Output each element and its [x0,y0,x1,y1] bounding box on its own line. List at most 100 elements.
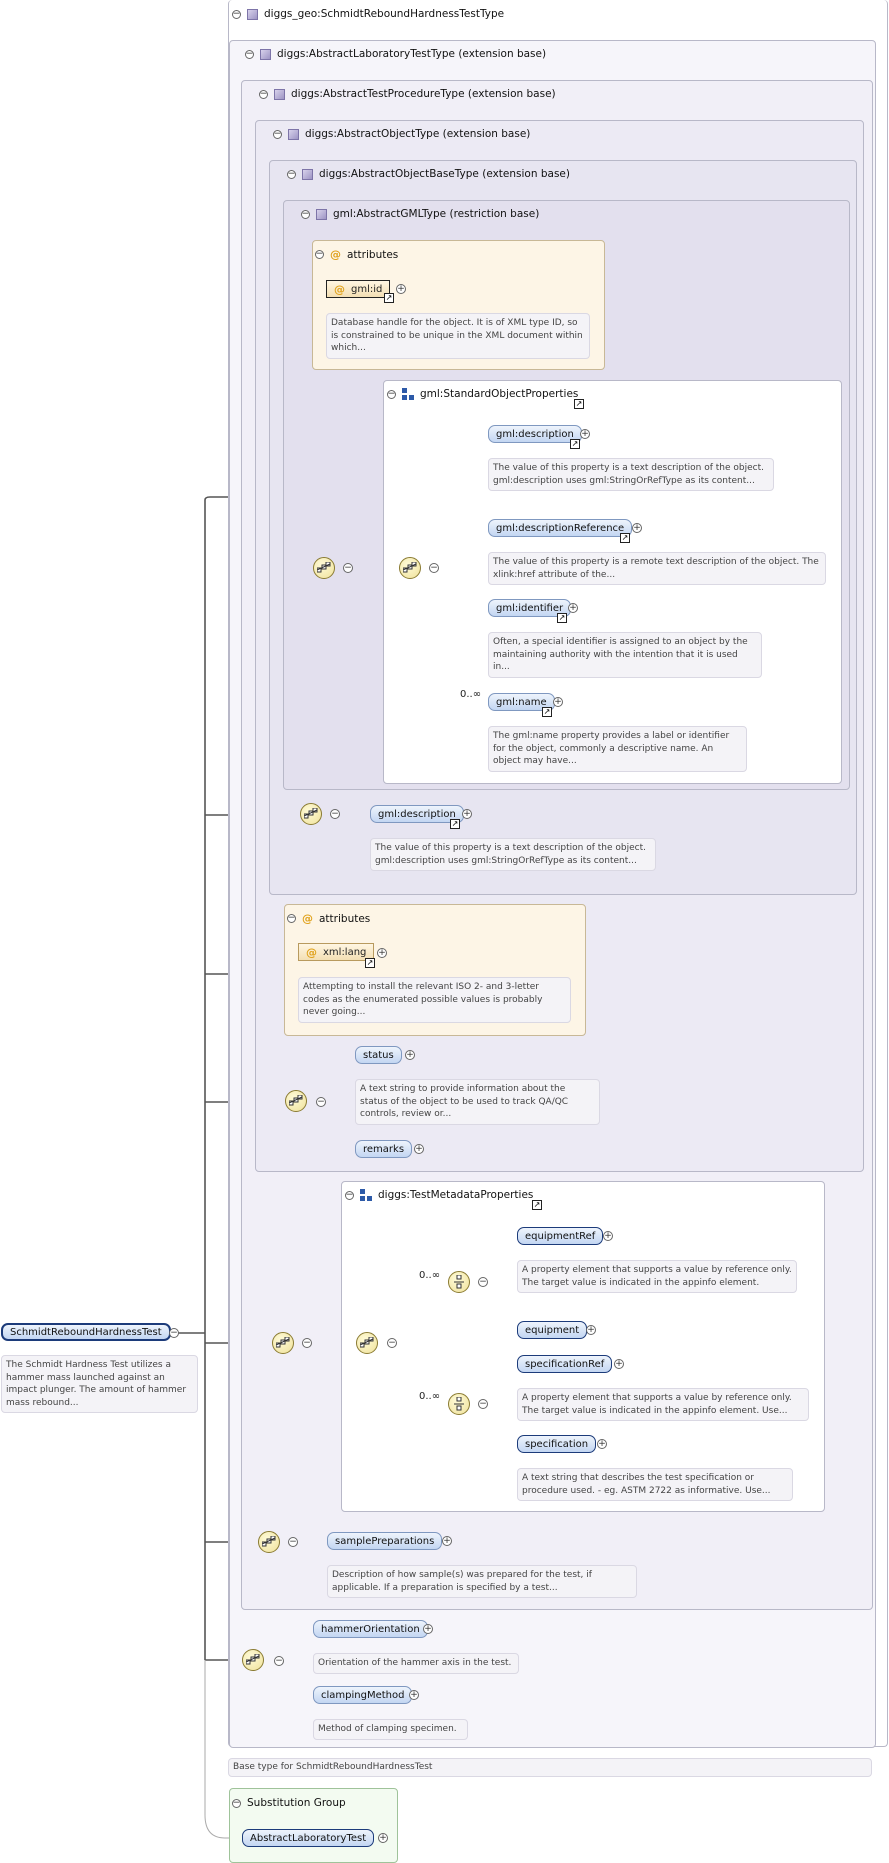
complex-type-icon [247,8,258,20]
expand-icon[interactable]: + [396,284,406,294]
expand-icon[interactable]: + [442,1536,452,1546]
clamping-method-desc: Method of clamping specimen. [313,1719,468,1740]
collapse-toggle[interactable]: − [345,1189,354,1200]
link-arrow-icon[interactable]: ↗ [620,533,630,543]
link-arrow-icon[interactable]: ↗ [450,819,460,829]
attribute-icon: @ [330,248,341,261]
sequence-compositor-icon[interactable] [242,1649,264,1671]
link-arrow-icon[interactable]: ↗ [574,399,584,409]
abstract-gml-title: − gml:AbstractGMLType (restriction base) [301,208,540,220]
sequence-compositor-icon[interactable] [300,803,322,825]
expand-icon[interactable]: + [632,523,642,533]
sequence-compositor-icon[interactable] [285,1090,307,1112]
collapse-toggle[interactable]: − [274,1656,284,1666]
link-arrow-icon[interactable]: ↗ [365,958,375,968]
gml-name-desc: The gml:name property provides a label o… [488,726,747,772]
gml-description-element[interactable]: gml:description [488,425,582,443]
collapse-toggle[interactable]: − [169,1328,179,1338]
expand-icon[interactable]: + [603,1231,613,1241]
expand-icon[interactable]: + [462,809,472,819]
abstract-object-base-title: − diggs:AbstractObjectBaseType (extensio… [287,168,570,180]
expand-icon[interactable]: + [568,603,578,613]
complex-type-icon [260,48,271,60]
sample-preparations-desc: Description of how sample(s) was prepare… [327,1565,637,1598]
link-arrow-icon[interactable]: ↗ [557,613,567,623]
equipment-ref-desc: A property element that supports a value… [517,1260,797,1293]
collapse-toggle[interactable]: − [287,168,296,179]
sequence-compositor-icon[interactable] [356,1332,378,1354]
hammer-orientation-element[interactable]: hammerOrientation [313,1620,428,1638]
gml-description-2-desc: The value of this property is a text des… [370,838,656,871]
clamping-method-element[interactable]: clampingMethod [313,1686,413,1704]
link-arrow-icon[interactable]: ↗ [384,293,394,303]
collapse-toggle[interactable]: − [301,208,310,219]
status-element[interactable]: status [355,1046,402,1064]
abstract-object-title: − diggs:AbstractObjectType (extension ba… [273,128,531,140]
collapse-toggle[interactable]: − [273,128,282,139]
collapse-toggle[interactable]: − [302,1338,312,1348]
complex-type-icon [288,128,299,140]
specification-element[interactable]: specification [517,1435,597,1453]
gml-identifier-desc: Often, a special identifier is assigned … [488,632,762,678]
gml-description-reference-element[interactable]: gml:descriptionReference [488,519,633,537]
expand-icon[interactable]: + [377,948,387,958]
collapse-toggle[interactable]: − [232,1797,241,1808]
schmidt-rebound-hardness-test-element[interactable]: SchmidtReboundHardnessTest [1,1323,171,1341]
collapse-toggle[interactable]: − [315,249,324,259]
link-arrow-icon[interactable]: ↗ [532,1200,542,1210]
sequence-compositor-icon[interactable] [272,1332,294,1354]
sample-preparations-element[interactable]: samplePreparations [327,1532,443,1550]
attribute-icon: @ [334,282,345,296]
expand-icon[interactable]: + [553,697,563,707]
gml-description-reference-desc: The value of this property is a remote t… [488,552,826,585]
sequence-compositor-icon[interactable] [313,557,335,579]
gml-name-element[interactable]: gml:name [488,693,555,711]
xml-lang-desc: Attempting to install the relevant ISO 2… [298,977,571,1023]
choice-compositor-icon[interactable] [448,1393,470,1415]
expand-icon[interactable]: + [409,1690,419,1700]
sequence-compositor-icon[interactable] [399,557,421,579]
collapse-toggle[interactable]: − [232,8,241,19]
group-icon [360,1189,372,1201]
gml-description-desc: The value of this property is a text des… [488,458,774,491]
gml-id-description: Database handle for the object. It is of… [326,313,590,359]
test-metadata-properties-title: − diggs:TestMetadataProperties [345,1189,534,1201]
attribute-icon: @ [306,945,317,959]
collapse-toggle[interactable]: − [343,563,353,573]
collapse-toggle[interactable]: − [316,1097,326,1107]
hammer-orientation-desc: Orientation of the hammer axis in the te… [313,1653,519,1674]
collapse-toggle[interactable]: − [287,913,296,923]
collapse-toggle[interactable]: − [478,1399,488,1409]
sequence-compositor-icon[interactable] [258,1531,280,1553]
expand-icon[interactable]: + [378,1833,388,1843]
collapse-toggle[interactable]: − [429,563,439,573]
expand-icon[interactable]: + [414,1144,424,1154]
expand-icon[interactable]: + [423,1624,433,1634]
link-arrow-icon[interactable]: ↗ [570,439,580,449]
group-icon [402,388,414,400]
expand-icon[interactable]: + [580,429,590,439]
remarks-element[interactable]: remarks [355,1140,413,1158]
collapse-toggle[interactable]: − [478,1277,488,1287]
collapse-toggle[interactable]: − [288,1537,298,1547]
expand-icon[interactable]: + [614,1359,624,1369]
specification-ref-element[interactable]: specificationRef [517,1355,613,1373]
choice2-occurrence: 0..∞ [419,1391,441,1402]
attribute-icon: @ [302,912,313,925]
collapse-toggle[interactable]: − [330,809,340,819]
choice-compositor-icon[interactable] [448,1271,470,1293]
expand-icon[interactable]: + [597,1439,607,1449]
collapse-toggle[interactable]: − [259,88,268,99]
collapse-toggle[interactable]: − [245,48,254,59]
link-arrow-icon[interactable]: ↗ [542,707,552,717]
xml-lang-attribute[interactable]: @ xml:lang [298,943,375,961]
abstract-laboratory-test-element[interactable]: AbstractLaboratoryTest [242,1829,375,1847]
equipment-element[interactable]: equipment [517,1321,588,1339]
gml-id-attribute[interactable]: @ gml:id [326,280,391,298]
collapse-toggle[interactable]: − [387,1338,397,1348]
expand-icon[interactable]: + [405,1050,415,1060]
equipment-ref-element[interactable]: equipmentRef [517,1227,604,1245]
status-desc: A text string to provide information abo… [355,1079,600,1125]
expand-icon[interactable]: + [586,1325,596,1335]
collapse-toggle[interactable]: − [387,388,396,399]
